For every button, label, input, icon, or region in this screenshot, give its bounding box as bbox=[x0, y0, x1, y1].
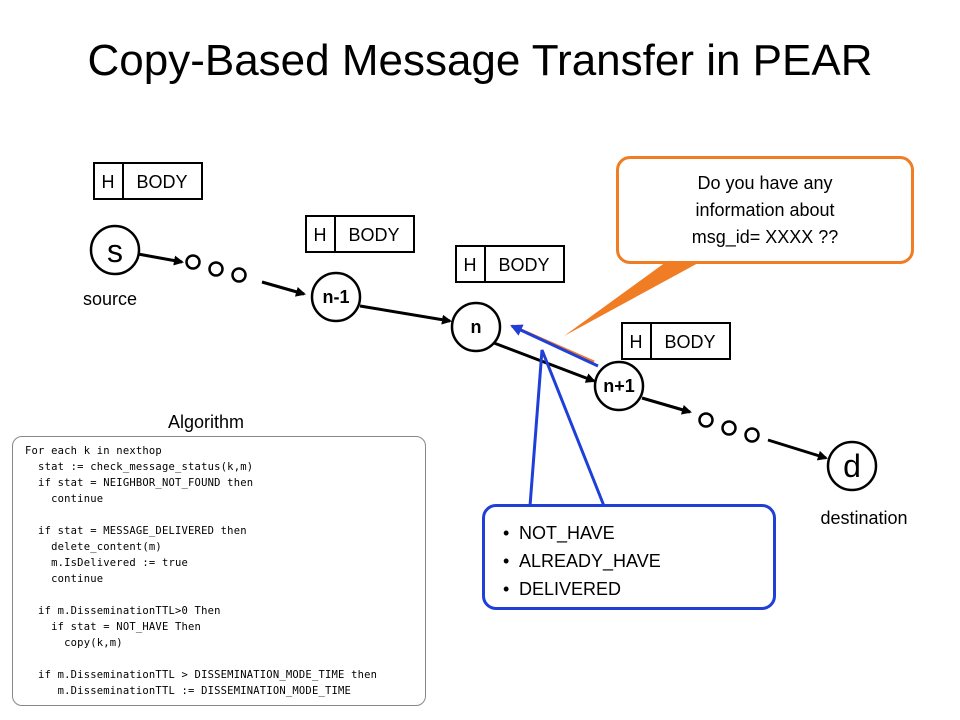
response-item-label: ALREADY_HAVE bbox=[519, 551, 661, 571]
algorithm-line: m.DisseminationTTL := DISSEMINATION_MODE… bbox=[25, 685, 352, 697]
response-callout: •NOT_HAVE •ALREADY_HAVE •DELIVERED bbox=[482, 504, 776, 610]
packet-body-label: BODY bbox=[498, 255, 549, 275]
node-n-minus-1-label: n-1 bbox=[323, 287, 350, 307]
packet-header-label: H bbox=[314, 225, 327, 245]
destination-caption: destination bbox=[820, 508, 907, 528]
response-item: •DELIVERED bbox=[503, 579, 622, 599]
query-callout: Do you have any information about msg_id… bbox=[616, 156, 914, 264]
packet-n-plus-1: H BODY bbox=[621, 322, 731, 360]
query-line: msg_id= XXXX ?? bbox=[691, 227, 839, 247]
response-item: •ALREADY_HAVE bbox=[503, 551, 661, 571]
packet-header-label: H bbox=[630, 332, 643, 352]
query-line: Do you have any bbox=[697, 173, 833, 193]
arrow-n-plus-1-to-hops bbox=[641, 396, 692, 415]
hop-dots-lower bbox=[698, 412, 760, 443]
algorithm-line: For each k in nexthop bbox=[25, 445, 162, 457]
algorithm-line: if stat = MESSAGE_DELIVERED then bbox=[25, 525, 247, 537]
arrow-n-minus-1-to-n bbox=[359, 304, 452, 325]
hop-dots-upper bbox=[185, 254, 247, 283]
node-n: n bbox=[450, 301, 502, 353]
algorithm-line: continue bbox=[25, 573, 104, 585]
algorithm-line: if stat = NEIGHBOR_NOT_FOUND then bbox=[25, 477, 254, 489]
node-n-plus-1-label: n+1 bbox=[603, 376, 635, 396]
algorithm-line: stat := check_message_status(k,m) bbox=[25, 461, 254, 473]
node-destination-letter: d bbox=[843, 448, 861, 484]
response-item-label: NOT_HAVE bbox=[519, 523, 615, 543]
packet-header-label: H bbox=[102, 172, 115, 192]
packet-source: H BODY bbox=[93, 162, 203, 200]
arrow-source-to-hops bbox=[137, 252, 184, 266]
algorithm-box: For each k in nexthop stat := check_mess… bbox=[12, 436, 426, 706]
slide-title: Copy-Based Message Transfer in PEAR bbox=[87, 36, 873, 85]
algorithm-line: copy(k,m) bbox=[25, 637, 123, 649]
arrow-hops-to-n-minus-1 bbox=[261, 280, 306, 297]
node-source: s bbox=[89, 224, 141, 276]
algorithm-line: delete_content(m) bbox=[25, 541, 162, 553]
response-arrow bbox=[510, 324, 599, 368]
packet-body-label: BODY bbox=[348, 225, 399, 245]
algorithm-line: if m.DisseminationTTL > DISSEMINATION_MO… bbox=[25, 669, 378, 681]
response-item: •NOT_HAVE bbox=[503, 523, 615, 543]
query-line: information about bbox=[695, 200, 835, 220]
packet-body-label: BODY bbox=[136, 172, 187, 192]
node-n-label: n bbox=[471, 317, 482, 337]
algorithm-line: m.IsDelivered := true bbox=[25, 557, 189, 569]
source-caption: source bbox=[83, 289, 137, 309]
node-n-minus-1: n-1 bbox=[310, 271, 362, 323]
algorithm-line: continue bbox=[25, 493, 104, 505]
algorithm-line: if m.DisseminationTTL>0 Then bbox=[25, 605, 221, 617]
node-n-plus-1: n+1 bbox=[593, 360, 645, 412]
packet-body-label: BODY bbox=[664, 332, 715, 352]
response-callout-pointer bbox=[528, 349, 606, 507]
node-destination: d bbox=[826, 440, 878, 492]
query-callout-pointer bbox=[564, 262, 700, 336]
response-item-label: DELIVERED bbox=[519, 579, 622, 599]
packet-n: H BODY bbox=[455, 245, 565, 283]
algorithm-caption: Algorithm bbox=[168, 412, 244, 432]
packet-header-label: H bbox=[464, 255, 477, 275]
algorithm-line: if stat = NOT_HAVE Then bbox=[25, 621, 202, 633]
arrow-n-to-n-plus-1 bbox=[493, 341, 596, 383]
arrow-hops-to-destination bbox=[767, 438, 828, 461]
packet-n-minus-1: H BODY bbox=[305, 215, 415, 253]
node-source-letter: s bbox=[107, 233, 123, 269]
response-list: •NOT_HAVE •ALREADY_HAVE •DELIVERED bbox=[503, 519, 661, 603]
